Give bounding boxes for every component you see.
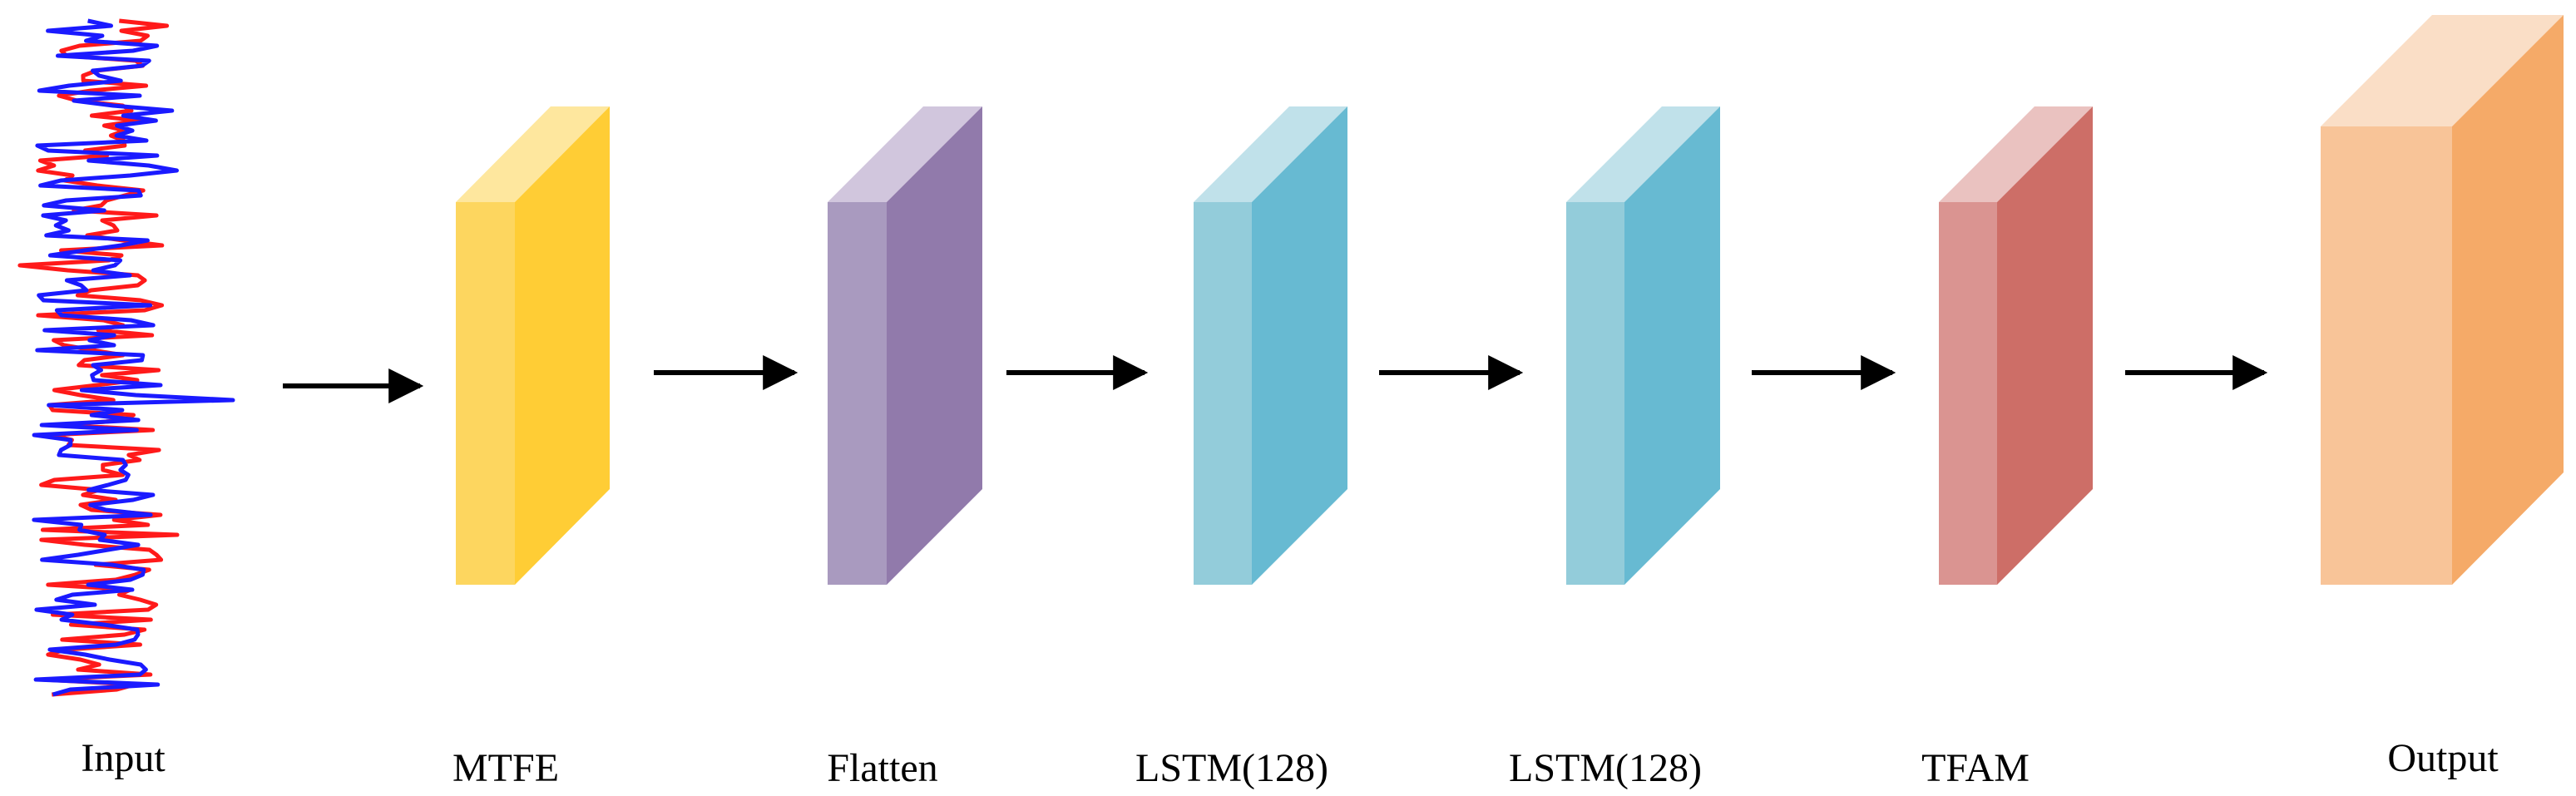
block-flatten-side-face [887,106,982,585]
block-flatten-top-face [828,106,982,202]
block-lstm2-front-face [1566,202,1624,585]
block-tfam-front-face [1939,202,1997,585]
block-output-front-face [2321,126,2452,585]
block-output-side-face [2452,15,2564,585]
block-tfam-top-face [1939,106,2093,202]
block-lstm2-top-face [1566,106,1720,202]
block-mtfe-side-face [515,106,610,585]
block-output-top-face [2321,15,2564,126]
block-mtfe-front-face [456,202,515,585]
block-lstm1-front-face [1194,202,1252,585]
block-lstm1-top-face [1194,106,1347,202]
label-lstm2: LSTM(128) [1509,746,1702,790]
label-input: Input [81,736,166,780]
block-tfam-side-face [1997,106,2093,585]
label-output: Output [2387,736,2499,780]
block-output [2321,15,2564,585]
label-flatten: Flatten [827,746,938,790]
signal-blue-trace [32,18,235,697]
label-mtfe: MTFE [452,746,560,790]
block-flatten [828,106,982,585]
block-lstm2 [1566,106,1720,585]
block-lstm1-side-face [1252,106,1347,585]
label-lstm1: LSTM(128) [1135,746,1328,790]
block-tfam [1939,106,2093,585]
block-mtfe [456,106,610,585]
input-signal [17,18,235,697]
block-mtfe-top-face [456,106,610,202]
block-flatten-front-face [828,202,887,585]
block-lstm1 [1194,106,1347,585]
label-tfam: TFAM [1921,746,2030,790]
block-lstm2-side-face [1624,106,1720,585]
